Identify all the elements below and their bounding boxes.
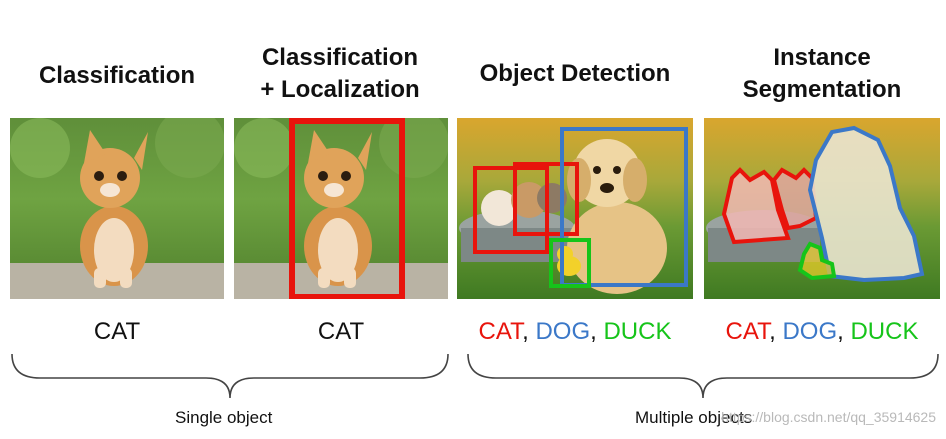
duck-mask — [797, 241, 837, 281]
heading-classification-localization: Classification + Localization — [230, 42, 450, 106]
kitten-1 — [80, 130, 148, 288]
label-detection: CAT, DOG, DUCK — [457, 318, 693, 346]
classification-image — [10, 118, 224, 299]
cat-box-2 — [513, 162, 579, 236]
group-label-multiple: Multiple objects — [635, 408, 753, 427]
heading-classification-text: Classification — [38, 62, 196, 89]
watermark-text: https://blog.csdn.net/qq_35914625 — [721, 409, 936, 425]
label-classification: CAT — [10, 318, 224, 346]
heading-detection-text: Object Detection — [479, 60, 671, 87]
kitten-2 — [304, 130, 372, 288]
label-duck-2: DUCK — [850, 318, 919, 345]
label-cat-1: CAT — [93, 318, 141, 345]
heading-loc-line1: Classification — [261, 44, 419, 71]
heading-instance-segmentation: Instance Segmentation — [704, 42, 940, 106]
label-cat-2: CAT — [317, 318, 365, 345]
cat-mask-1 — [721, 167, 791, 245]
cat-box-1 — [473, 166, 549, 254]
label-dog-2: DOG — [782, 318, 838, 345]
dog-box — [560, 127, 688, 287]
heading-classification: Classification — [10, 60, 224, 92]
group-label-single: Single object — [175, 408, 273, 427]
label-dog-1: DOG — [535, 318, 591, 345]
label-localization: CAT — [234, 318, 448, 346]
label-segmentation: CAT, DOG, DUCK — [704, 318, 940, 346]
brace-multiple-objects — [467, 353, 939, 399]
label-cat-4: CAT — [725, 318, 770, 345]
kittens — [481, 182, 567, 226]
label-cat-3: CAT — [478, 318, 523, 345]
brace-single-object — [11, 353, 449, 399]
label-sep-4: , — [837, 318, 851, 345]
label-sep-2: , — [590, 318, 604, 345]
cat-bounding-box — [289, 118, 405, 299]
label-sep-3: , — [769, 318, 783, 345]
duck-box — [549, 238, 591, 288]
heading-seg-line2: Segmentation — [742, 76, 902, 103]
heading-loc-line2: + Localization — [260, 76, 420, 103]
segmentation-image — [704, 118, 940, 299]
dog-mask — [807, 125, 925, 283]
heading-object-detection: Object Detection — [457, 58, 693, 90]
detection-image — [457, 118, 693, 299]
label-duck-1: DUCK — [603, 318, 672, 345]
label-sep-1: , — [522, 318, 536, 345]
heading-seg-line1: Instance — [773, 44, 871, 71]
localization-image — [234, 118, 448, 299]
